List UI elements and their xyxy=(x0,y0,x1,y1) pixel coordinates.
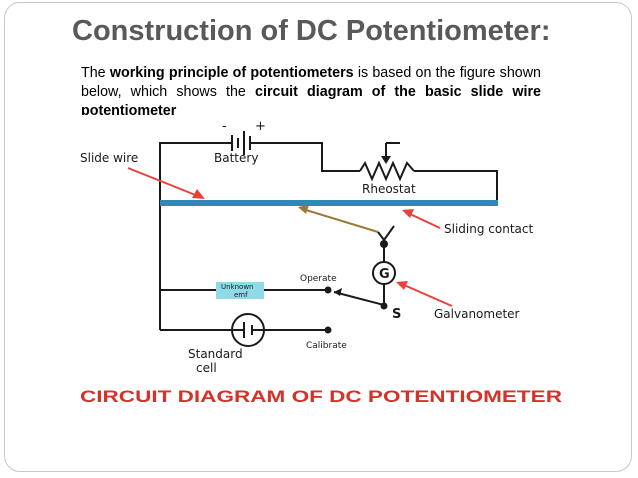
switch-blade xyxy=(333,291,385,306)
unknown-emf-label-2: emf xyxy=(234,291,248,299)
slide-title: Construction of DC Potentiometer: xyxy=(72,15,551,47)
circuit-wires xyxy=(159,142,498,331)
switch-s-label: S xyxy=(392,307,401,322)
slide-frame xyxy=(4,2,632,472)
galv-switch xyxy=(383,225,395,241)
paragraph-bold-1: working principle of potentiometers xyxy=(109,65,354,81)
standard-cell-label-1: Standard xyxy=(188,347,243,361)
slide-wire-arrow xyxy=(127,167,205,199)
standard-cell-plates xyxy=(232,322,264,338)
calibrate-terminal xyxy=(324,326,332,334)
sliding-contact-node xyxy=(380,240,388,248)
galvanometer-symbol-label: G xyxy=(379,267,390,282)
battery-plus-label: + xyxy=(255,119,266,134)
operate-terminal xyxy=(324,286,332,294)
slide-paragraph: The working principle of potentiometers … xyxy=(81,64,541,121)
rheostat-arrow xyxy=(381,142,400,164)
operate-label: Operate xyxy=(300,274,337,284)
sliding-contact-arrow xyxy=(298,205,385,241)
sliding-contact-red-arrow xyxy=(402,209,441,229)
slide-wire xyxy=(160,200,498,206)
standard-cell-label-2: cell xyxy=(196,361,217,375)
galvanometer-symbol xyxy=(372,261,396,285)
slide-wire-label: Slide wire xyxy=(80,151,138,165)
rheostat-right-wire xyxy=(414,170,498,203)
switch-node xyxy=(380,302,388,310)
sliding-contact-label: Sliding contact xyxy=(444,222,533,236)
rheostat-symbol xyxy=(359,160,415,182)
battery-minus-label: - xyxy=(222,119,227,134)
galvanometer-red-arrow xyxy=(396,281,453,307)
diagram-caption: CIRCUIT DIAGRAM OF DC POTENTIOMETER xyxy=(80,387,562,406)
galvanometer-label: Galvanometer xyxy=(434,307,520,321)
rheostat-label: Rheostat xyxy=(362,182,416,196)
top-right-wire xyxy=(250,142,360,172)
battery-symbol xyxy=(231,131,251,155)
switch-arrow-head xyxy=(334,288,342,296)
left-wire xyxy=(159,142,232,330)
calibrate-label: Calibrate xyxy=(306,341,347,351)
battery-label: Battery xyxy=(214,151,258,165)
unknown-emf-label-1: Unknown xyxy=(221,283,254,291)
unknown-emf-box xyxy=(216,282,264,299)
paragraph-text-2: is based on the figure shown below, whic… xyxy=(81,65,542,100)
text-clip-mask xyxy=(60,115,580,118)
paragraph-text-1: The xyxy=(81,65,110,81)
